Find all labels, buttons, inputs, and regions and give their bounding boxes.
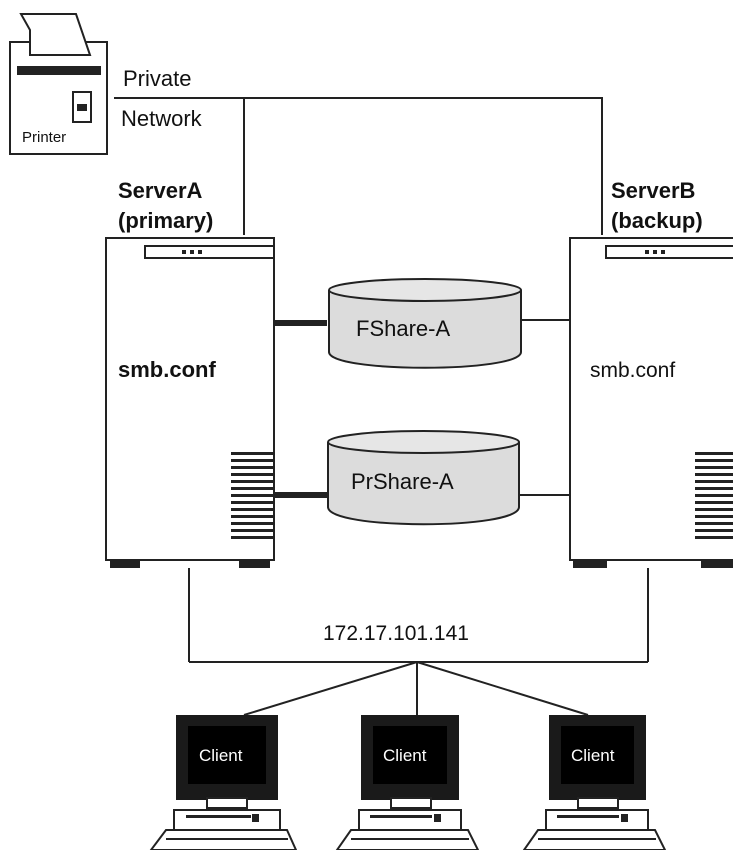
storage-connections [274, 319, 570, 498]
server-b-label: ServerB (backup) [611, 178, 703, 233]
printer-label: Printer [22, 129, 66, 146]
prshare-a-label: PrShare-A [351, 469, 454, 494]
server-b-role: (backup) [611, 208, 703, 233]
private-network-label-line1: Private [123, 66, 191, 91]
private-network-label-line2: Network [121, 106, 203, 131]
client-1: Client [149, 715, 298, 850]
printer: Printer [9, 13, 108, 155]
client-2-label: Client [383, 746, 427, 765]
public-ip: 172.17.101.141 [323, 622, 469, 645]
server-a-vent [231, 452, 274, 539]
client-2: Client [335, 715, 480, 850]
server-b-config: smb.conf [590, 359, 675, 382]
server-a: smb.conf [105, 237, 275, 568]
client-3-label: Client [571, 746, 615, 765]
server-a-role: (primary) [118, 208, 213, 233]
prshare-a-disk: PrShare-A [327, 430, 520, 526]
server-a-label: ServerA (primary) [118, 178, 213, 233]
server-b: smb.conf [569, 237, 733, 568]
server-b-vent [695, 452, 733, 539]
fshare-a-label: FShare-A [356, 316, 450, 341]
server-b-name: ServerB [611, 178, 695, 203]
fshare-a-disk: FShare-A [328, 278, 522, 369]
client-1-label: Client [199, 746, 243, 765]
private-network-lines [114, 97, 603, 235]
server-a-name: ServerA [118, 178, 203, 203]
public-network [188, 568, 649, 716]
client-3: Client [522, 715, 667, 850]
private-network-link [114, 97, 603, 235]
server-a-config: smb.conf [118, 357, 216, 382]
